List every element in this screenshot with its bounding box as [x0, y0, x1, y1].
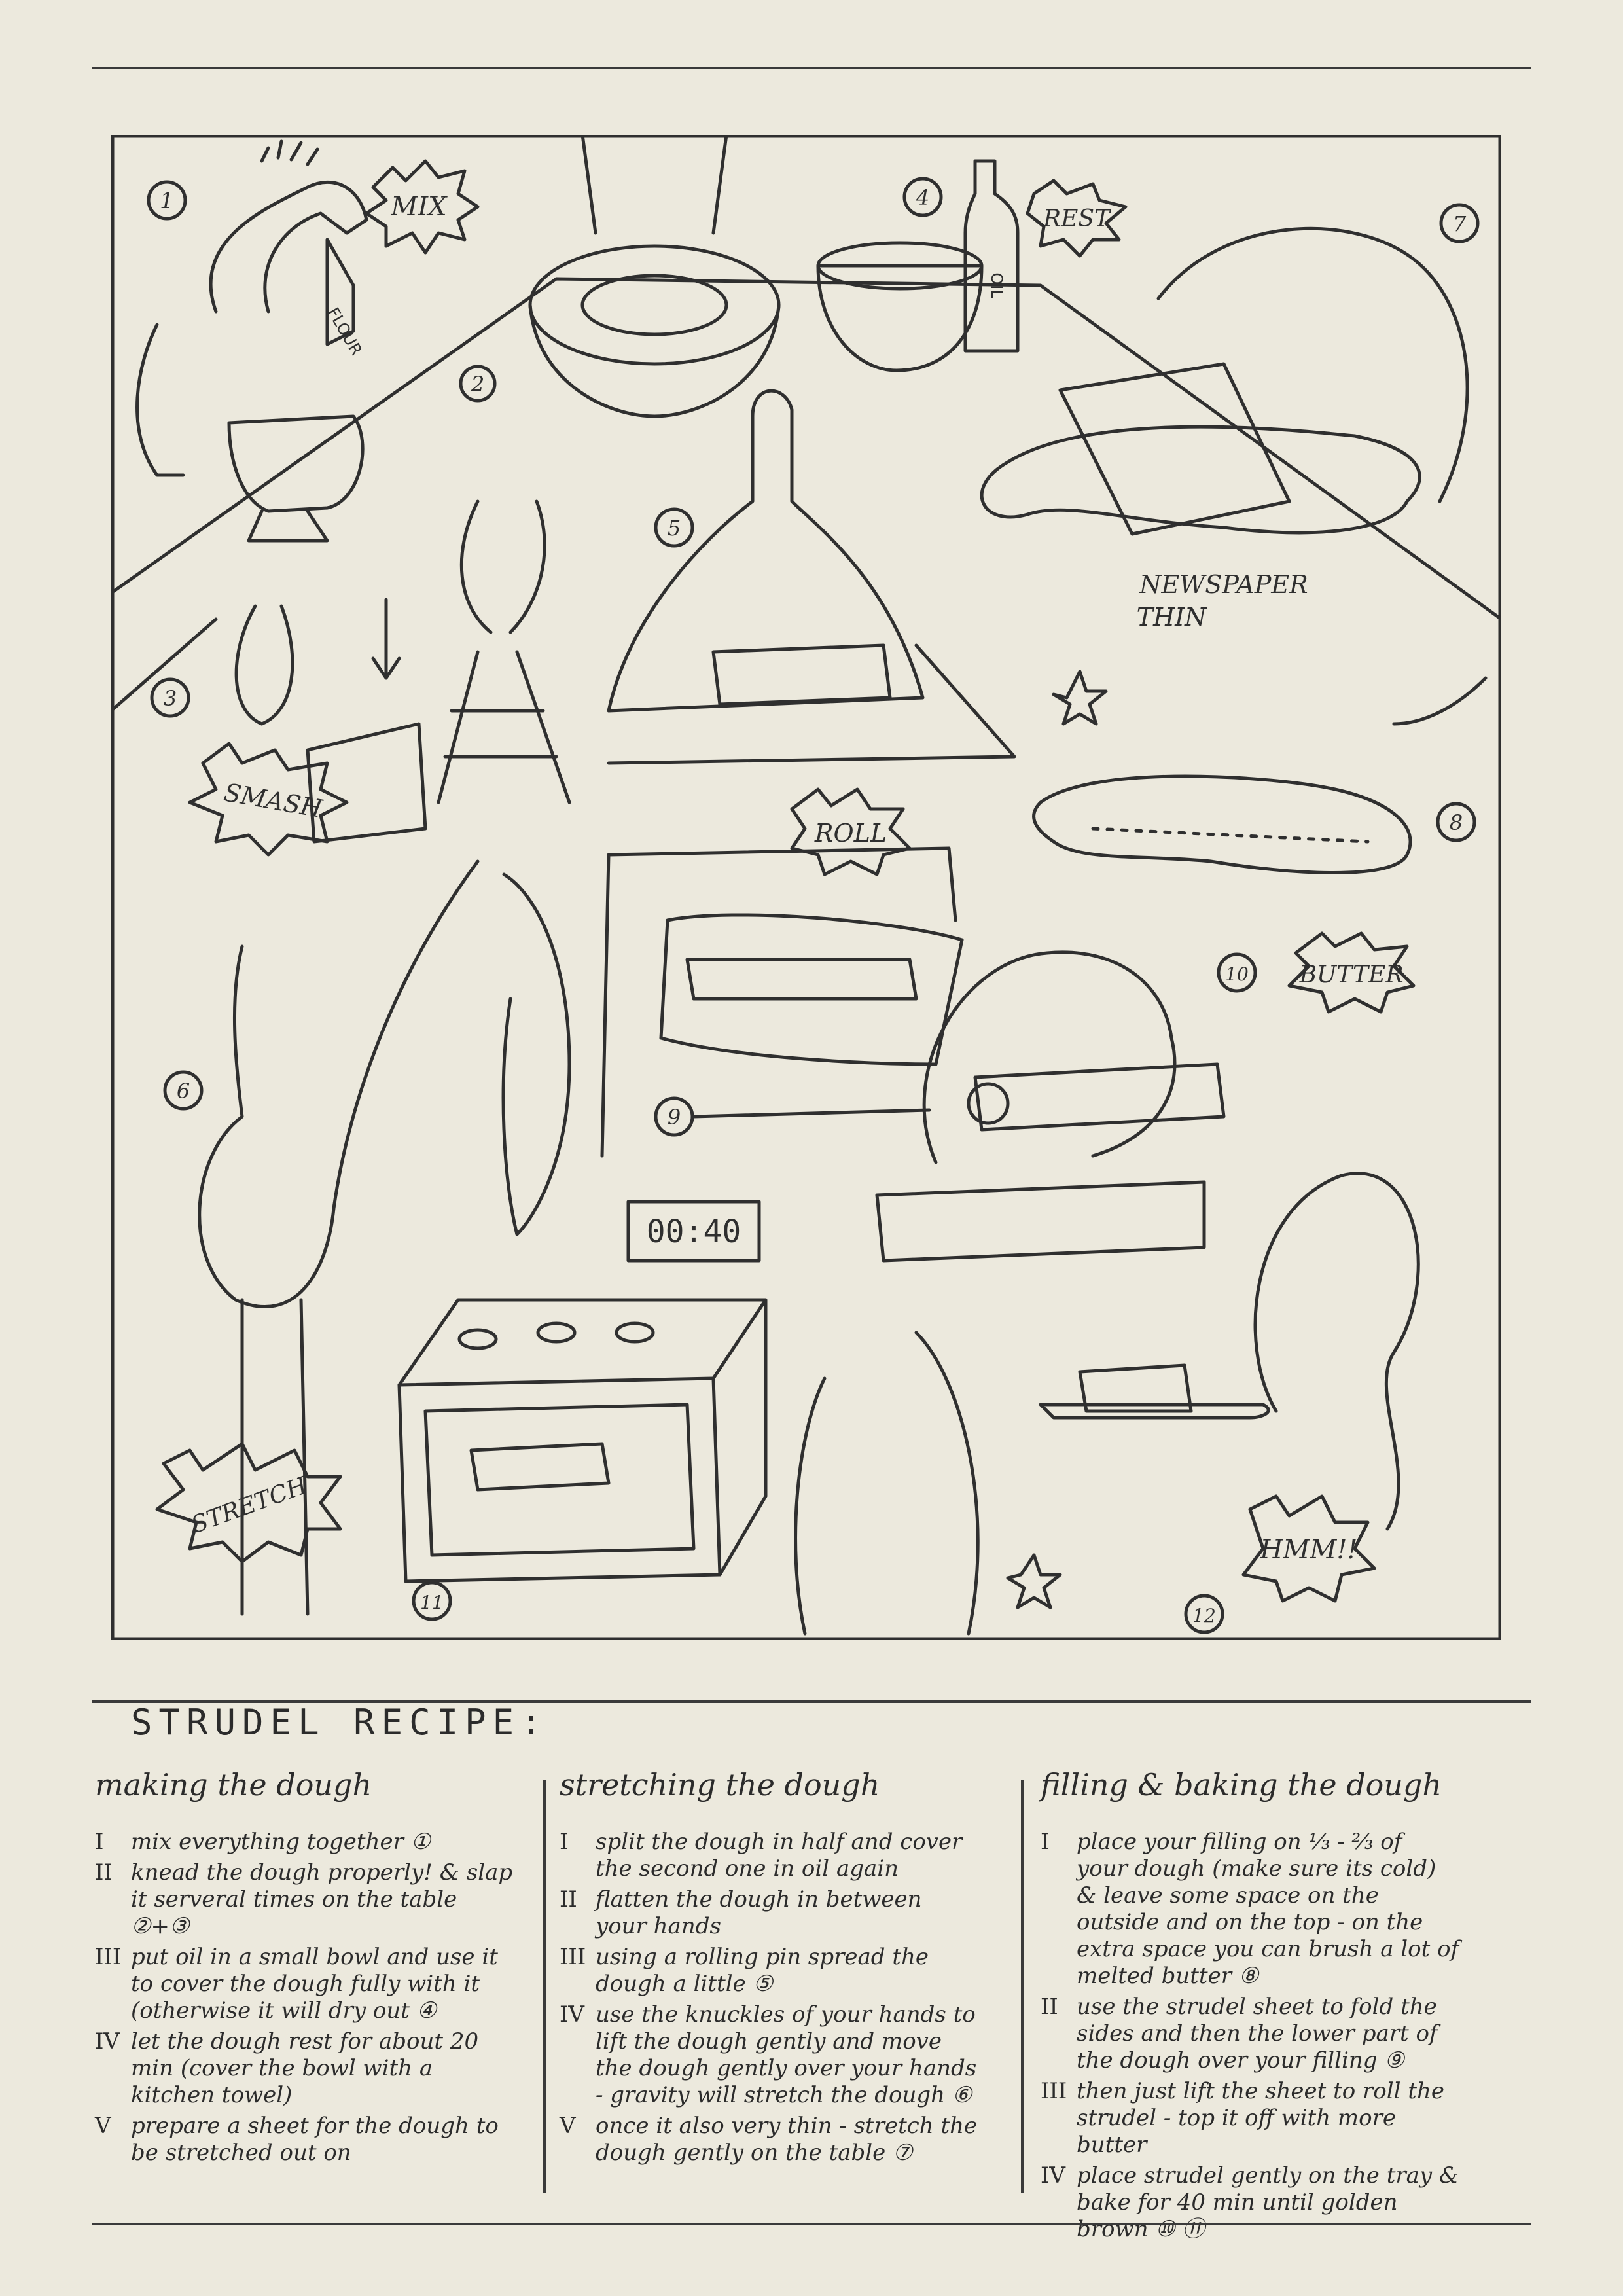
panel-8-filling: 8 — [1032, 676, 1488, 874]
timer-display: 00:40 — [626, 1200, 761, 1263]
panel-5-rolling: 5 — [607, 389, 1108, 765]
step-number: II — [560, 1886, 577, 1912]
timer-value: 00:40 — [647, 1213, 741, 1250]
step-number: IV — [95, 2028, 120, 2054]
step-number: III — [560, 1944, 586, 1970]
step-text: split the dough in half and cover the se… — [596, 1829, 963, 1882]
recipe-title: STRUDEL RECIPE: — [131, 1702, 548, 1743]
bottom-rule — [92, 2223, 1531, 2225]
step-text: once it also very thin - stretch the dou… — [596, 2113, 978, 2166]
panel-number-8: 8 — [1450, 810, 1463, 835]
recipe-top-rule — [92, 1700, 1531, 1703]
step-text: using a rolling pin spread the dough a l… — [596, 1944, 929, 1997]
newspaper-label: NEWSPAPER — [1139, 570, 1308, 599]
step-number: II — [95, 1859, 113, 1886]
step-text: then just lift the sheet to roll the str… — [1077, 2078, 1444, 2158]
step-number: I — [560, 1829, 569, 1855]
mix-label: MIX — [390, 192, 448, 222]
panel-number-4: 4 — [916, 185, 929, 210]
illustration-frame — [111, 135, 1501, 1640]
panel-number-9: 9 — [668, 1105, 681, 1130]
mix-burst: MIX — [365, 159, 480, 255]
step-number: I — [95, 1829, 104, 1855]
step-text: use the strudel sheet to fold the sides … — [1077, 1994, 1438, 2073]
step-text: use the knuckles of your hands to lift t… — [596, 2001, 977, 2108]
hmm-label: HMM!! — [1260, 1535, 1358, 1565]
thin-label: THIN — [1137, 603, 1207, 632]
step-text: mix everything together ① — [131, 1829, 431, 1855]
rest-label: REST — [1043, 206, 1112, 232]
column-divider — [1021, 1780, 1024, 2193]
step-number: IV — [560, 2001, 584, 2028]
step-text: place strudel gently on the tray & bake … — [1077, 2162, 1459, 2242]
column-heading: making the dough — [95, 1767, 372, 1803]
step-number: V — [95, 2113, 111, 2139]
top-rule — [92, 67, 1531, 69]
step-item: IV place strudel gently on the tray & bak… — [1041, 2162, 1459, 2243]
step-item: IV let the dough rest for about 20 min (c… — [95, 2028, 514, 2109]
step-number: IV — [1041, 2162, 1065, 2189]
step-number: I — [1041, 1829, 1050, 1855]
step-text: place your filling on ⅓ - ⅔ of your doug… — [1077, 1829, 1459, 1989]
column-heading: filling & baking the dough — [1041, 1767, 1442, 1803]
panel-3-smash: 3 SMASH — [150, 499, 571, 857]
step-number: III — [1041, 2078, 1067, 2104]
step-text: knead the dough properly! & slap it serv… — [131, 1859, 513, 1939]
panel-7-newspaper: 7 NEWSPAPER THIN — [980, 203, 1480, 632]
step-text: flatten the dough in between your hands — [596, 1886, 922, 1939]
step-item: III put oil in a small bowl and use it to… — [95, 1944, 514, 2024]
panel-number-11: 11 — [420, 1592, 444, 1613]
panel-10-butter: 10 BUTTER — [922, 931, 1416, 1164]
panel-number-3: 3 — [164, 686, 177, 711]
step-item: IV use the knuckles of your hands to lift… — [560, 2001, 978, 2109]
step-number: III — [95, 1944, 122, 1970]
step-item: II knead the dough properly! & slap it se… — [95, 1859, 514, 1940]
flour-label: FLOUR — [324, 304, 366, 359]
table-edge-line — [111, 277, 1501, 621]
step-item: III then just lift the sheet to roll the … — [1041, 2078, 1459, 2159]
panel-number-5: 5 — [668, 516, 681, 541]
panel-number-10: 10 — [1225, 963, 1249, 985]
stretch-label: STRETCH — [188, 1472, 311, 1539]
panel-4-rest: 4 OIL REST — [816, 159, 1128, 372]
column-divider — [543, 1780, 546, 2193]
panel-9-roll: ROLL 9 — [600, 787, 964, 1158]
panel-11-oven: 11 — [397, 1298, 768, 1621]
step-item: II use the strudel sheet to fold the side… — [1041, 1994, 1459, 2074]
panel-number-1: 1 — [160, 188, 174, 214]
panel-number-12: 12 — [1192, 1605, 1216, 1626]
step-item: III using a rolling pin spread the dough … — [560, 1944, 978, 1998]
column-heading: stretching the dough — [560, 1767, 880, 1803]
step-number: II — [1041, 1994, 1058, 2020]
step-text: put oil in a small bowl and use it to co… — [131, 1944, 498, 2024]
step-item: II flatten the dough in between your hand… — [560, 1886, 978, 1940]
oil-label: OIL — [988, 272, 1006, 298]
roll-label: ROLL — [814, 819, 887, 848]
panel-number-7: 7 — [1453, 211, 1467, 236]
comic-illustration: 1 FLOUR 2 MIX 4 — [111, 135, 1501, 1640]
step-text: prepare a sheet for the dough to be stre… — [131, 2113, 499, 2166]
step-text: let the dough rest for about 20 min (cov… — [131, 2028, 479, 2108]
panel-number-2: 2 — [471, 372, 484, 397]
panel-number-6: 6 — [177, 1079, 190, 1103]
step-number: V — [560, 2113, 576, 2139]
panel-6-stretch: 6 STRETCH — [155, 859, 571, 1616]
panel-12-serving: 12 HMM!! — [794, 1172, 1420, 1636]
mixing-bowl — [528, 135, 781, 418]
butter-label: BUTTER — [1299, 961, 1404, 988]
